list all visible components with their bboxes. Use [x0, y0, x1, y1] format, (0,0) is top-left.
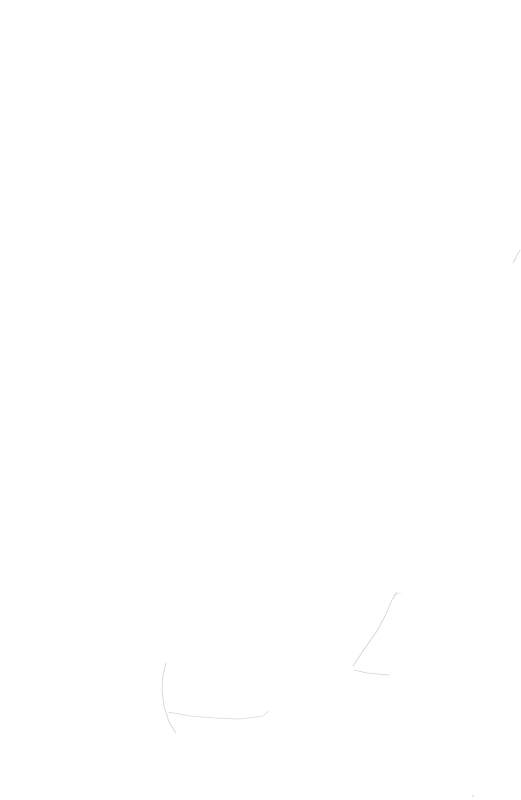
bottom-dot	[472, 795, 474, 797]
right-diagonal-stroke-second	[392, 592, 402, 596]
right-diagonal-stroke	[352, 591, 398, 667]
top-right-tick-mark	[512, 249, 521, 264]
left-bottom-line	[167, 710, 270, 720]
left-curve-stroke	[161, 662, 177, 734]
short-horizontal-stroke	[353, 669, 390, 676]
